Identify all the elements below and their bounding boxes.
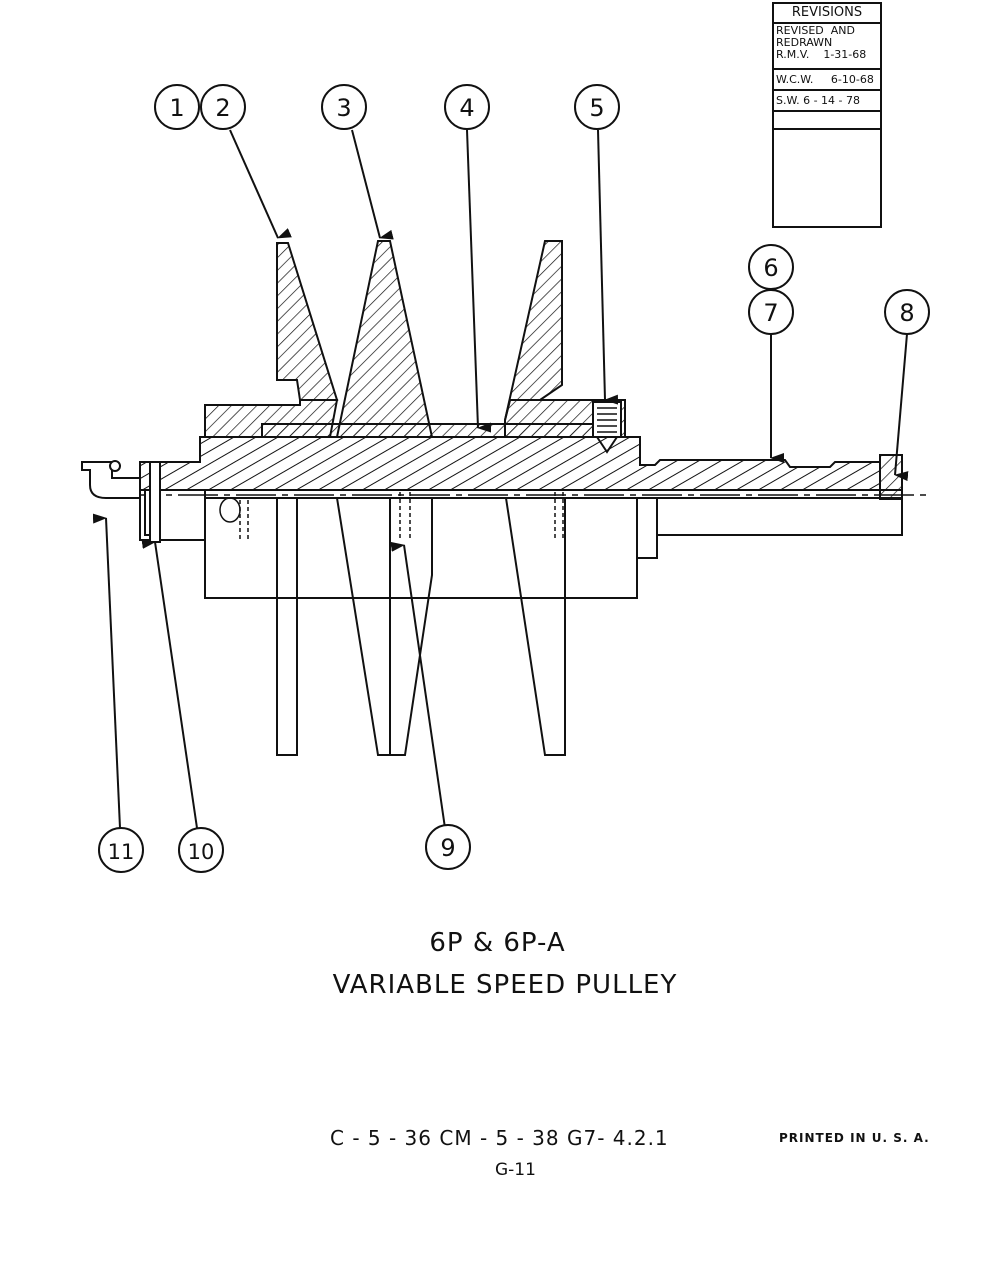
flange-3 xyxy=(335,240,434,438)
flange-4 xyxy=(504,240,563,421)
revisions-block: REVISIONS REVISED AND REDRAWN R.M.V. 1-3… xyxy=(772,2,882,228)
printed-in-usa: PRINTED IN U. S. A. xyxy=(779,1131,930,1145)
leader-4 xyxy=(466,129,492,433)
callout-5: 5 xyxy=(589,94,604,122)
drawing-codes: C - 5 - 36 CM - 5 - 38 G7- 4.2.1 xyxy=(330,1126,669,1150)
callout-3-circle xyxy=(321,84,367,130)
callout-7-circle xyxy=(748,289,794,335)
revision-entry-2: W.C.W. 6-10-68 xyxy=(774,70,880,91)
callout-4: 4 xyxy=(459,94,474,122)
callout-10-circle xyxy=(178,827,224,873)
callout-balloons xyxy=(98,84,930,873)
callout-9: 9 xyxy=(440,834,455,862)
callout-8-circle xyxy=(884,289,930,335)
oil-passages xyxy=(219,492,564,540)
revision-entry-1: REVISED AND REDRAWN R.M.V. 1-31-68 xyxy=(774,24,880,70)
leader-3 xyxy=(351,129,394,240)
revision-entry-blank xyxy=(774,112,880,130)
callout-5-circle xyxy=(574,84,620,130)
page-number: G-11 xyxy=(495,1160,536,1180)
callout-9-circle xyxy=(425,824,471,870)
callout-11-circle xyxy=(98,827,144,873)
callout-7: 7 xyxy=(763,299,778,327)
callout-3: 3 xyxy=(336,94,351,122)
callout-numbers: 1 2 3 4 5 6 7 8 9 10 11 xyxy=(108,94,915,864)
collar xyxy=(144,461,161,543)
pulley-lower-outline xyxy=(139,489,903,756)
leader-5 xyxy=(597,129,619,405)
shaft-section xyxy=(139,436,903,500)
leader-10 xyxy=(141,538,198,829)
revision-entry-empty xyxy=(774,130,880,132)
callout-4-circle xyxy=(444,84,490,130)
leader-11 xyxy=(92,513,121,829)
leader-9 xyxy=(390,541,446,829)
drawing-title-name: VARIABLE SPEED PULLEY xyxy=(332,970,678,1000)
drawing-title-model: 6P & 6P-A xyxy=(429,928,566,958)
leader-lines xyxy=(92,129,909,829)
callout-11: 11 xyxy=(108,840,135,864)
grease-fitting xyxy=(81,460,141,499)
callout-10: 10 xyxy=(188,840,215,864)
revisions-title: REVISIONS xyxy=(774,4,880,24)
callout-8: 8 xyxy=(899,299,914,327)
callout-6: 6 xyxy=(763,254,778,282)
flange-1-2 xyxy=(276,242,339,401)
callout-1-circle xyxy=(154,84,200,130)
revision-entry-3: S.W. 6 - 14 - 78 xyxy=(774,91,880,112)
leader-8 xyxy=(894,333,909,482)
callout-2: 2 xyxy=(215,94,230,122)
leader-2 xyxy=(229,129,292,239)
callout-1: 1 xyxy=(169,94,184,122)
callout-2-circle xyxy=(200,84,246,130)
